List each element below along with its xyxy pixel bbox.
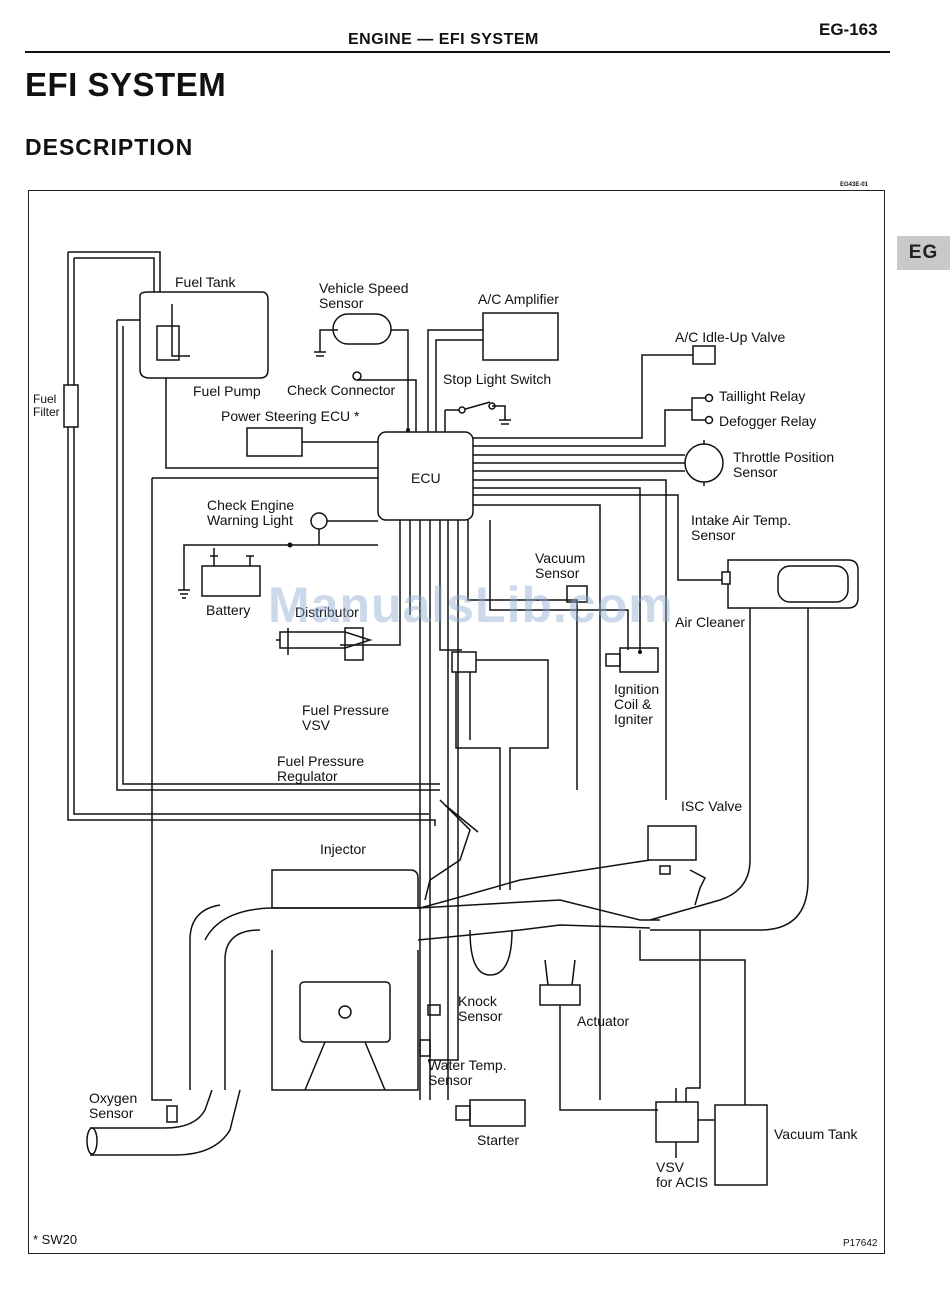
figure-id: P17642 [843, 1238, 878, 1249]
check-engine-light-shape [310, 512, 328, 530]
section-tab-label: EG [908, 242, 939, 263]
cylinder-shape [271, 950, 419, 1091]
page-number: EG-163 [819, 20, 878, 39]
figure-ref-code: EG43E-01 [840, 182, 869, 188]
throttle-position-sensor-label: Throttle Position Sensor [733, 449, 835, 480]
vehicle-speed-sensor-label: Vehicle Speed Sensor [319, 280, 409, 311]
intake-air-temp-sensor-label: Intake Air Temp. Sensor [691, 512, 792, 543]
vehicle-speed-sensor-shape [332, 313, 392, 345]
vsv-for-acis-label: VSV for ACIS [656, 1159, 709, 1190]
figure-frame [28, 190, 885, 1254]
vacuum-tank-label: Vacuum Tank [774, 1126, 858, 1142]
page-title: EFI SYSTEM [25, 66, 227, 103]
vacuum-sensor-label: Vacuum Sensor [535, 550, 586, 581]
starter-shape [469, 1099, 526, 1127]
battery-shape [201, 565, 261, 597]
distributor-label: Distributor [295, 604, 359, 620]
check-connector-label: Check Connector [287, 382, 396, 398]
fuel-pressure-regulator-shape [424, 799, 471, 901]
water-temp-sensor-shape [419, 1039, 431, 1057]
knock-sensor-shape [427, 1004, 441, 1016]
section-tab: EG [897, 236, 950, 270]
vsv-acis-shape [655, 1101, 699, 1143]
distributor-shape [279, 631, 373, 649]
air-cleaner-label: Air Cleaner [675, 614, 746, 630]
battery-label: Battery [206, 602, 251, 618]
header-rule [25, 51, 890, 53]
stop-light-switch-label: Stop Light Switch [443, 371, 552, 387]
fuel-pump-label: Fuel Pump [193, 383, 261, 399]
piston-shape [299, 981, 391, 1043]
fuel-pressure-regulator-label: Fuel Pressure Regulator [277, 753, 365, 784]
running-header: ENGINE — EFI SYSTEM [348, 31, 539, 48]
isc-valve-label: ISC Valve [681, 798, 743, 814]
fuel-pump-shape [156, 325, 180, 361]
fuel-pressure-vsv-shape [451, 651, 477, 673]
ecu-label: ECU [411, 470, 441, 486]
throttle-position-sensor-shape [684, 443, 724, 483]
fuel-filter-shape [63, 384, 79, 428]
fuel-tank-shape [139, 291, 269, 379]
water-temp-sensor-label: Water Temp. Sensor [428, 1057, 507, 1088]
fuel-pressure-vsv-label: Fuel Pressure VSV [302, 702, 390, 733]
injector-label: Injector [320, 841, 366, 857]
vacuum-sensor-shape [566, 585, 588, 603]
actuator-label: Actuator [577, 1013, 630, 1029]
engine-cover-shape [271, 869, 419, 909]
vacuum-tank-shape [714, 1104, 768, 1186]
ignition-coil-igniter-label: Ignition Coil & Igniter [614, 681, 660, 727]
section-subtitle: DESCRIPTION [25, 134, 194, 160]
power-steering-ecu-shape [246, 427, 303, 457]
ac-amplifier-label: A/C Amplifier [478, 291, 559, 307]
ecu-box [377, 431, 474, 521]
isc-valve-shape [647, 825, 697, 861]
air-cleaner-shape [727, 559, 859, 609]
knock-sensor-label: Knock Sensor [458, 993, 503, 1024]
ac-idle-up-valve-shape [692, 345, 716, 365]
oxygen-sensor-label: Oxygen Sensor [89, 1090, 138, 1121]
check-engine-warning-light-label: Check Engine Warning Light [207, 497, 295, 528]
watermark: ManualsLib.com [268, 577, 674, 633]
defogger-relay-label: Defogger Relay [719, 413, 817, 429]
footnote: * SW20 [33, 1232, 78, 1247]
oxygen-sensor-shape [166, 1105, 178, 1123]
ac-idle-up-valve-label: A/C Idle-Up Valve [675, 329, 786, 345]
fuel-filter-label: Fuel Filter [33, 392, 60, 419]
fuel-tank-label: Fuel Tank [175, 274, 236, 290]
power-steering-ecu-label: Power Steering ECU * [221, 408, 360, 424]
taillight-relay-label: Taillight Relay [719, 388, 806, 404]
ac-amplifier-shape [482, 312, 559, 361]
actuator-shape [539, 984, 581, 1006]
starter-label: Starter [477, 1132, 520, 1148]
